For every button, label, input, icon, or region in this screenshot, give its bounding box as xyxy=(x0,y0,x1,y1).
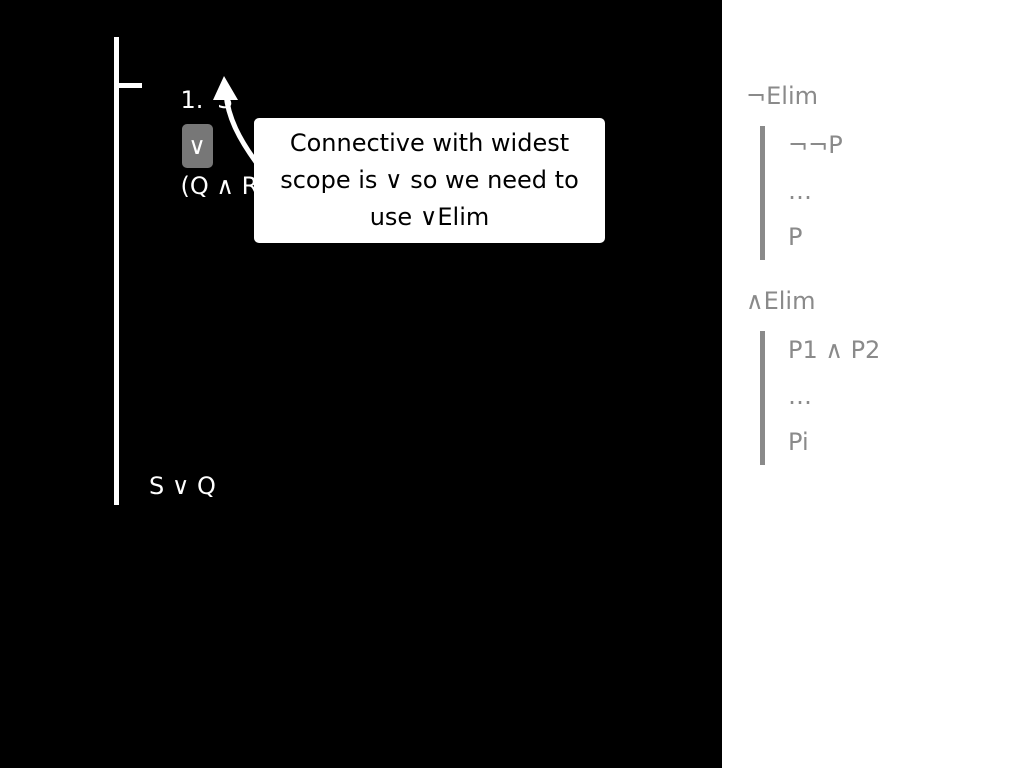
main-connective-highlight: ∨ xyxy=(181,124,213,168)
rule-step-ellipsis: … xyxy=(788,382,812,410)
rule-neg-elim: ¬Elim ¬¬P … P xyxy=(746,80,843,260)
premise-left-operand: S xyxy=(217,86,233,114)
rule-step-conclusion: P xyxy=(788,223,803,251)
rule-step-premise: ¬¬P xyxy=(788,131,843,159)
explanation-callout: Connective with widest scope is ∨ so we … xyxy=(254,118,605,243)
premise-separator xyxy=(114,83,142,88)
goal-line: S ∨ Q xyxy=(149,472,216,500)
subproof-bar xyxy=(114,37,119,505)
rule-title: ¬Elim xyxy=(746,82,818,110)
rule-body: P1 ∧ P2 … Pi xyxy=(760,327,880,465)
premise-line: 1.S ∨ (Q ∧ R) xyxy=(150,46,268,200)
rule-step-premise: P1 ∧ P2 xyxy=(788,336,881,364)
callout-text: Connective with widest scope is ∨ so we … xyxy=(280,129,579,231)
rule-body: ¬¬P … P xyxy=(760,122,843,260)
rule-and-elim: ∧Elim P1 ∧ P2 … Pi xyxy=(746,285,880,465)
rule-step-ellipsis: … xyxy=(788,177,812,205)
rule-title: ∧Elim xyxy=(746,287,816,315)
callout-arrow xyxy=(213,76,259,165)
line-number: 1. xyxy=(180,86,204,114)
proof-panel: 1.S ∨ (Q ∧ R) S ∨ Q Connective with wide… xyxy=(0,0,722,768)
main-connective: ∨ xyxy=(188,132,206,160)
rule-step-conclusion: Pi xyxy=(788,428,809,456)
rules-panel xyxy=(722,0,1024,768)
